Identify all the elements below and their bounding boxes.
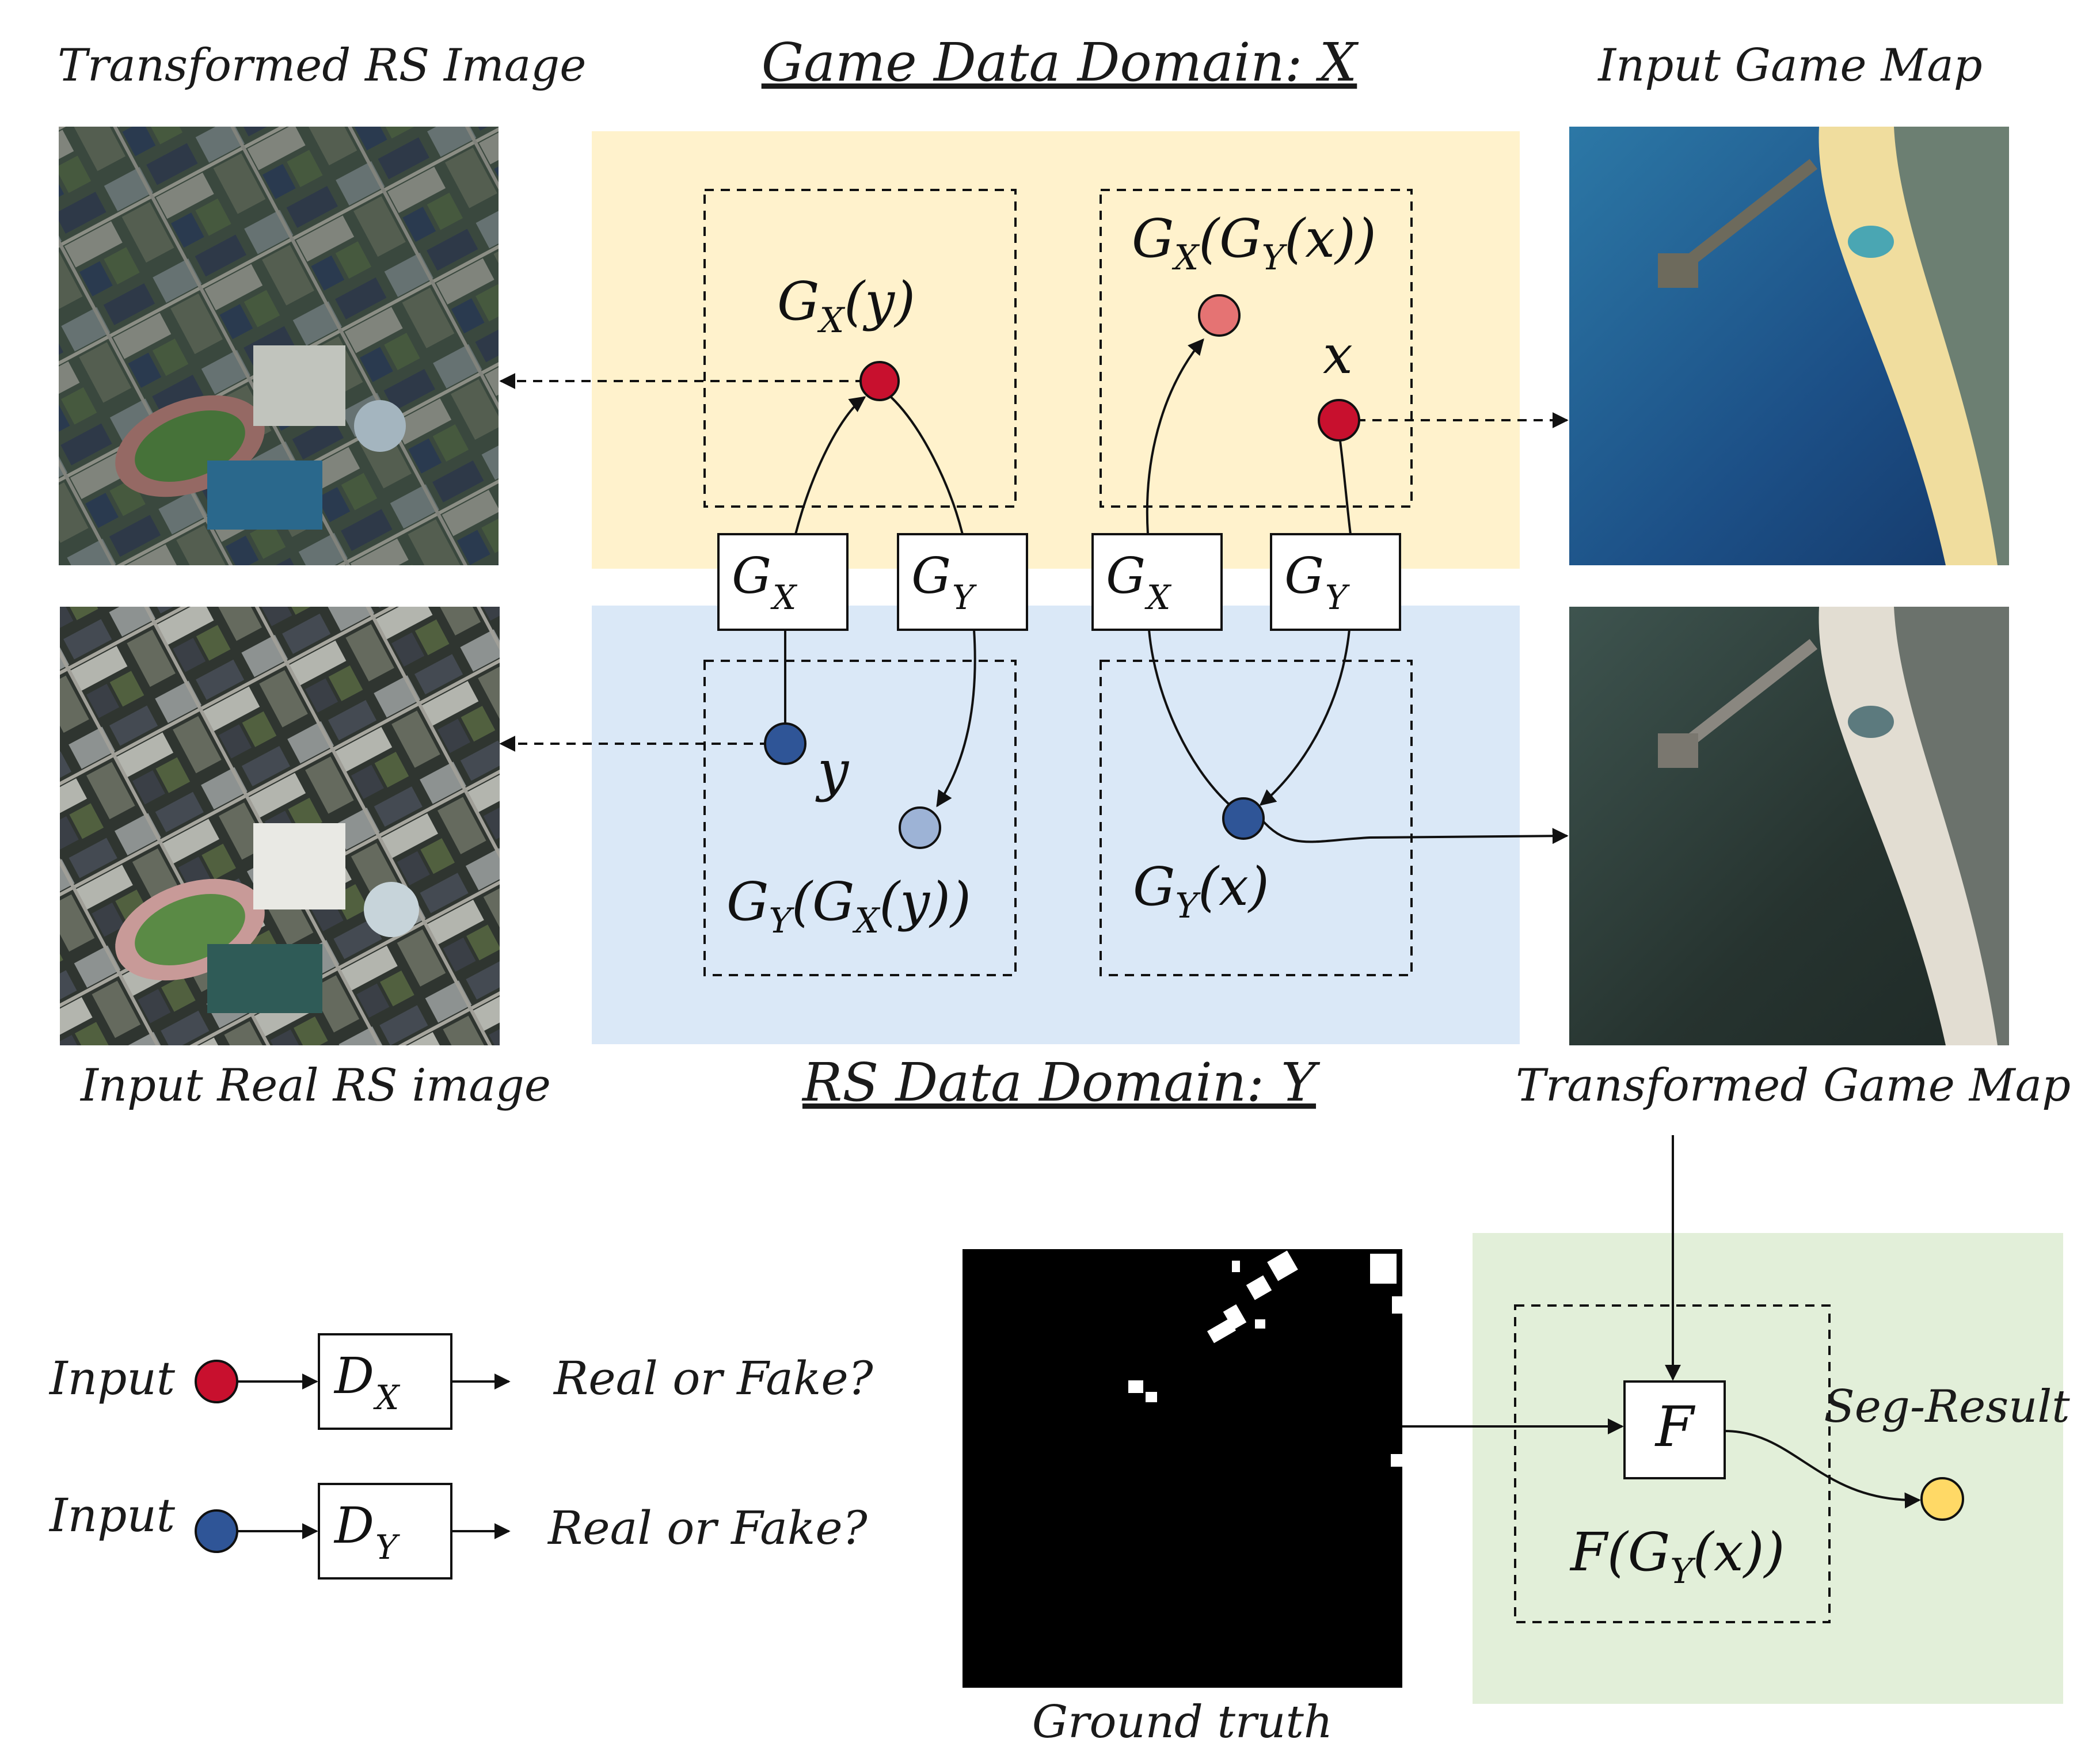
dy-output-label: Real or Fake? xyxy=(547,1501,868,1555)
node-gx-y xyxy=(859,361,900,401)
discriminator-dy: Input D Y Real or Fake? xyxy=(48,1483,868,1580)
svg-text:G: G xyxy=(911,547,951,605)
label-x: x xyxy=(1323,324,1353,386)
node-gx-gy-x xyxy=(1198,294,1241,337)
box-gx-gy-x xyxy=(1100,189,1413,508)
dy-input-label: Input xyxy=(48,1489,176,1542)
dx-input-label: Input xyxy=(48,1352,176,1405)
box-gy-x xyxy=(1100,660,1413,976)
caption-ground-truth: Ground truth xyxy=(1032,1696,1333,1748)
generator-gy-right: G Y xyxy=(1270,533,1401,631)
game-domain-region xyxy=(592,131,1520,569)
box-gx-y xyxy=(703,189,1017,508)
arrow-gyx-to-transformed-map xyxy=(1260,817,1569,844)
label-gy-gx-y: GY(GX(y)) xyxy=(726,871,971,941)
box-gy-gx-y xyxy=(703,660,1017,976)
segmentation-region xyxy=(1473,1233,2063,1704)
transformed-game-map xyxy=(1569,607,2009,1045)
arrow-gx-to-gxgyx xyxy=(1146,338,1204,535)
label-y: y xyxy=(815,739,850,803)
dy-input-node xyxy=(195,1509,238,1553)
svg-text:GY(GX(y)): GY(GX(y)) xyxy=(726,871,971,941)
input-game-map xyxy=(1569,127,2009,565)
svg-text:GX(GY(x)): GX(GY(x)) xyxy=(1132,208,1376,278)
arrow-gyx-to-gx xyxy=(1148,629,1232,807)
node-y xyxy=(764,722,806,765)
node-seg-result xyxy=(1920,1477,1964,1521)
transformed-rs-image xyxy=(59,127,499,565)
dy-box xyxy=(318,1483,452,1580)
discriminator-dx: Input D X Real or Fake? xyxy=(48,1333,874,1430)
arrow-gy-to-gygxy xyxy=(936,629,976,808)
arrow-f-to-seg-result xyxy=(1724,1430,1921,1509)
generator-gx-left: G X xyxy=(717,533,849,631)
dx-input-node xyxy=(195,1360,238,1403)
svg-text:D: D xyxy=(333,1348,374,1405)
svg-text:GY(x): GY(x) xyxy=(1133,856,1269,926)
game-domain-title: Game Data Domain: X xyxy=(762,32,1359,93)
arrow-gxy-to-gy xyxy=(890,396,964,535)
label-gy-x: GY(x) xyxy=(1133,856,1269,926)
caption-seg-result: Seg-Result xyxy=(1824,1381,2070,1433)
caption-input-game-map: Input Game Map xyxy=(1597,40,1982,92)
caption-input-real-rs: Input Real RS image xyxy=(79,1060,551,1112)
svg-text:D: D xyxy=(333,1497,374,1555)
svg-text:G: G xyxy=(1106,547,1146,605)
segmentation-network-f: F xyxy=(1623,1380,1726,1479)
rs-domain-title: RS Data Domain: Y xyxy=(801,1052,1321,1113)
arrow-gy-to-gyx xyxy=(1259,629,1350,806)
svg-text:Y: Y xyxy=(375,1528,400,1567)
dx-box xyxy=(318,1333,452,1430)
node-gy-gx-y xyxy=(899,806,941,849)
node-x xyxy=(1318,399,1360,442)
rs-domain-region xyxy=(592,606,1520,1044)
label-gx-gy-x: GX(GY(x)) xyxy=(1132,208,1376,278)
svg-text:G: G xyxy=(732,547,771,605)
svg-text:G: G xyxy=(1284,547,1324,605)
box-segmentation xyxy=(1514,1304,1831,1623)
svg-text:X: X xyxy=(1144,578,1172,617)
caption-transformed-rs: Transformed RS Image xyxy=(58,40,586,92)
generator-gy-left: G Y xyxy=(897,533,1028,631)
svg-text:GX(y): GX(y) xyxy=(777,271,915,341)
input-real-rs-image xyxy=(60,607,500,1045)
svg-text:X: X xyxy=(373,1378,401,1417)
svg-text:F: F xyxy=(1654,1395,1696,1459)
node-gy-x xyxy=(1222,797,1265,840)
ground-truth-image xyxy=(963,1249,1402,1688)
dx-output-label: Real or Fake? xyxy=(553,1352,874,1405)
arrow-gx-to-gxy xyxy=(794,396,866,535)
generator-gx-right: G X xyxy=(1091,533,1223,631)
svg-text:X: X xyxy=(770,578,798,617)
svg-text:Y: Y xyxy=(1325,578,1350,617)
arrow-x-to-gy xyxy=(1339,440,1352,535)
caption-transformed-game-map: Transformed Game Map xyxy=(1516,1060,2071,1112)
label-gx-y: GX(y) xyxy=(777,271,915,341)
svg-text:Y: Y xyxy=(952,578,977,617)
